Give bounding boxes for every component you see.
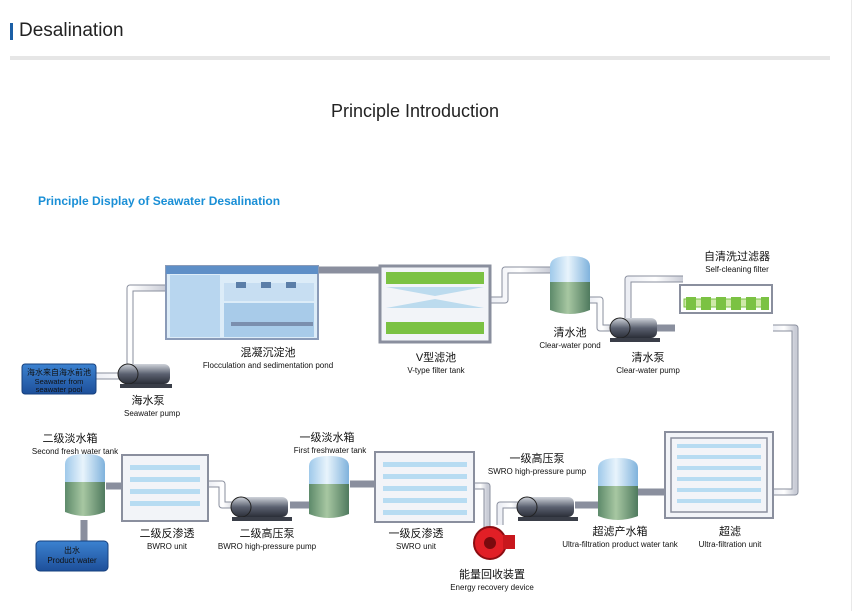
diagram-title: Principle Display of Seawater Desalinati… bbox=[38, 194, 281, 208]
swro-pump-label-en: SWRO high-pressure pump bbox=[488, 467, 587, 476]
self-cleaning-filter bbox=[679, 284, 773, 314]
erd-label-zh: 能量回收装置 bbox=[459, 567, 525, 581]
first-tank-label-en: First freshwater tank bbox=[294, 446, 367, 455]
uf-tank-label-zh: 超滤产水箱 bbox=[593, 524, 648, 538]
swro-unit bbox=[374, 451, 475, 523]
clear-pump-label-en: Clear-water pump bbox=[616, 366, 680, 375]
seawater-pump: 海水泵 Seawater pump bbox=[117, 363, 181, 418]
bwro-label-zh: 二级反渗透 bbox=[140, 526, 195, 540]
seawater-pool-label-en2: seawater pool bbox=[36, 385, 83, 394]
uf-tank-label-en: Ultra-filtration product water tank bbox=[562, 540, 679, 549]
seawater-pool-label-en1: Seawater from bbox=[35, 377, 84, 386]
page-divider bbox=[851, 0, 852, 611]
self-filter-label-en: Self-cleaning filter bbox=[705, 265, 769, 274]
uf-label-en: Ultra-filtration unit bbox=[699, 540, 762, 549]
floc-pond-label-zh: 混凝沉淀池 bbox=[241, 345, 296, 359]
bwro-pump-label-en: BWRO high-pressure pump bbox=[218, 542, 317, 551]
clear-pond-label-en: Clear-water pond bbox=[539, 341, 600, 350]
bwro-high-pressure-pump bbox=[230, 496, 292, 521]
clear-pump-label-zh: 清水泵 bbox=[632, 351, 665, 364]
first-freshwater-tank bbox=[309, 456, 349, 518]
section-title: Desalination bbox=[19, 20, 124, 41]
clear-water-pump bbox=[609, 317, 660, 342]
energy-recovery-device bbox=[473, 526, 515, 560]
v-filter-label-en: V-type filter tank bbox=[407, 366, 465, 375]
seawater-pool-label-zh: 海水来自海水前池 bbox=[27, 367, 91, 377]
second-tank-label-zh: 二级淡水箱 bbox=[43, 431, 98, 445]
bwro-unit bbox=[121, 454, 209, 522]
header-accent-bar bbox=[10, 23, 13, 40]
first-tank-label-zh: 一级淡水箱 bbox=[300, 430, 355, 444]
pipes bbox=[80, 266, 799, 542]
swro-label-en: SWRO unit bbox=[396, 542, 437, 551]
seawater-pool: 海水来自海水前池 Seawater from seawater pool bbox=[21, 363, 97, 395]
product-label-en: Product water bbox=[47, 556, 97, 565]
uf-label-zh: 超滤 bbox=[719, 524, 741, 538]
swro-label-zh: 一级反渗透 bbox=[389, 526, 444, 540]
clear-pond-label-zh: 清水池 bbox=[554, 326, 587, 339]
ultra-filtration-unit bbox=[664, 431, 774, 519]
second-fresh-water-tank bbox=[65, 454, 105, 516]
v-filter-label-zh: V型滤池 bbox=[416, 350, 456, 364]
product-label-zh: 出水 bbox=[64, 545, 80, 555]
swro-pump-label-zh: 一级高压泵 bbox=[510, 451, 565, 465]
section-header: Desalination bbox=[10, 18, 830, 60]
product-water-pool: 出水 Product water bbox=[35, 540, 109, 572]
flocculation-pond bbox=[165, 265, 319, 340]
seawater-pump-label-en: Seawater pump bbox=[124, 409, 181, 418]
erd-label-en: Energy recovery device bbox=[450, 583, 534, 592]
bwro-label-en: BWRO unit bbox=[147, 542, 188, 551]
swro-high-pressure-pump bbox=[516, 496, 578, 521]
clear-water-pond bbox=[550, 256, 590, 314]
bwro-pump-label-zh: 二级高压泵 bbox=[240, 526, 295, 540]
second-tank-label-en: Second fresh water tank bbox=[32, 447, 119, 456]
self-filter-label-zh: 自清洗过滤器 bbox=[704, 250, 770, 263]
intro-title: Principle Introduction bbox=[330, 101, 500, 121]
seawater-pump-label-zh: 海水泵 bbox=[132, 393, 165, 407]
floc-pond-label-en: Flocculation and sedimentation pond bbox=[203, 361, 333, 370]
v-type-filter-tank bbox=[378, 264, 492, 344]
uf-product-water-tank bbox=[598, 458, 638, 520]
